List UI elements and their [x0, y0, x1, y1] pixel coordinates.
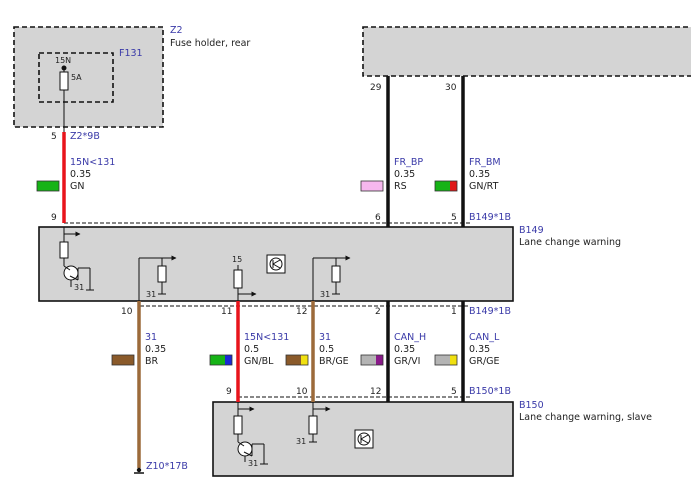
wire-w6-color-code: BR/GE: [319, 356, 349, 367]
b150-ground-ref: 31: [248, 459, 258, 468]
pin-b149-12: 12: [296, 307, 307, 317]
b149-supply-circuit: [233, 265, 257, 301]
wire-w3-color-swatch-stripe: [450, 181, 457, 191]
f131-id-label: F131: [119, 48, 143, 59]
pin-top-30: 30: [445, 83, 457, 93]
b149-module-icon: [266, 254, 286, 274]
wire-labels: 15N<1310.35GNFR_BP0.35RSFR_BM0.35GN/RT31…: [36, 157, 501, 367]
wire-w1-signal: 15N<131: [70, 157, 115, 168]
wire-w8-size: 0.35: [469, 344, 490, 355]
b149-id-label: B149: [519, 225, 544, 236]
b149-ground-ref-2: 31: [146, 290, 156, 299]
pin-b149-6: 6: [375, 213, 381, 223]
b149-desc-label: Lane change warning: [519, 237, 621, 248]
pin-b149-10: 10: [121, 307, 133, 317]
pin-top-29: 29: [370, 83, 382, 93]
b149-input-transistor-icon: [59, 227, 94, 291]
wire-w7-signal: CAN_H: [394, 332, 426, 343]
wire-w7-color-swatch-stripe: [376, 355, 383, 365]
pin-b150-10: 10: [296, 387, 308, 397]
wire-w5-color-swatch-main: [210, 355, 225, 365]
b150-desc-label: Lane change warning, slave: [519, 412, 652, 423]
wire-w8-color-swatch-main: [435, 355, 450, 365]
wire-w4-signal: 31: [145, 332, 157, 343]
wire-w2-signal: FR_BP: [394, 157, 423, 168]
wire-w5-size: 0.5: [244, 344, 259, 355]
wire-w1-size: 0.35: [70, 169, 91, 180]
wire-w5-color-swatch-stripe: [225, 355, 232, 365]
wire-w8-color-swatch-outline: [434, 354, 458, 366]
f131-top-label: 15N: [55, 56, 71, 65]
wire-w3-color-swatch-outline: [434, 180, 458, 192]
pin-b149-9: 9: [51, 213, 57, 223]
wire-w6-color-swatch-stripe: [301, 355, 308, 365]
wire-w3-color-swatch-main: [435, 181, 450, 191]
z2-connector-label: Z2*9B: [70, 131, 100, 142]
wire-w5-signal: 15N<131: [244, 332, 289, 343]
pin-z2-5: 5: [51, 132, 57, 142]
b149-supply-15-label: 15: [232, 255, 242, 264]
f131-rating-label: 5A: [71, 73, 82, 82]
pin-b150-5: 5: [451, 387, 457, 397]
b149-connector-label-bottom: B149*1B: [469, 306, 511, 317]
wire-w2-color-code: RS: [394, 181, 407, 192]
wire-w4-color-swatch: [111, 354, 135, 366]
pin-b149-1: 1: [451, 307, 457, 317]
wire-w2-color-swatch: [360, 180, 384, 192]
b150-module-icon: [354, 429, 374, 449]
wire-w8-signal: CAN_L: [469, 332, 500, 343]
wire-w2-size: 0.35: [394, 169, 415, 180]
b149-ground-input-circuit: [138, 255, 177, 301]
pin-b149-2: 2: [375, 307, 381, 317]
b149-ground-ref-1: 31: [74, 283, 84, 292]
wire-w6-signal: 31: [319, 332, 331, 343]
pin-b150-9: 9: [226, 387, 232, 397]
b150-ground-input-circuit: [308, 402, 331, 443]
wire-w7-color-swatch-main: [361, 355, 376, 365]
wire-w1-color-swatch: [36, 180, 60, 192]
wire-w3-signal: FR_BM: [469, 157, 501, 168]
wire-w7-color-code: GR/VI: [394, 356, 420, 367]
z10-connector-label: Z10*17B: [146, 461, 188, 472]
z2-desc-label: Fuse holder, rear: [170, 38, 250, 49]
fuse-symbol-icon: [59, 65, 69, 132]
wire-w4-color-code: BR: [145, 356, 159, 367]
z2-id-label: Z2: [170, 25, 183, 36]
b149-ground-input-circuit-2: [312, 255, 351, 301]
b150-ground-ref-2: 31: [296, 437, 306, 446]
wire-w5-color-code: GN/BL: [244, 356, 274, 367]
wire-w8-color-code: GR/GE: [469, 356, 500, 367]
b150-input-transistor-icon: [233, 402, 268, 465]
wire-w7-size: 0.35: [394, 344, 415, 355]
pin-b150-12: 12: [370, 387, 381, 397]
wire-w8-color-swatch-stripe: [450, 355, 457, 365]
wire-w6-size: 0.5: [319, 344, 334, 355]
fuse-f131-box: [38, 52, 114, 103]
b150-connector-label: B150*1B: [469, 386, 511, 397]
b149-connector-label-top: B149*1B: [469, 212, 511, 223]
pin-b149-5-top: 5: [451, 213, 457, 223]
wire-w7-color-swatch-outline: [360, 354, 384, 366]
b150-id-label: B150: [519, 400, 544, 411]
wire-w4-size: 0.35: [145, 344, 166, 355]
wire-w6-color-swatch-outline: [285, 354, 309, 366]
b149-ground-ref-3: 31: [320, 290, 330, 299]
pin-b149-11: 11: [221, 307, 232, 317]
top-right-component-box: [362, 26, 691, 77]
wire-w6-color-swatch-main: [286, 355, 301, 365]
wire-w1-color-code: GN: [70, 181, 84, 192]
wire-w3-color-code: GN/RT: [469, 181, 499, 192]
wire-w5-color-swatch-outline: [209, 354, 233, 366]
wire-w3-size: 0.35: [469, 169, 490, 180]
ground-terminal-icon: [134, 467, 144, 474]
